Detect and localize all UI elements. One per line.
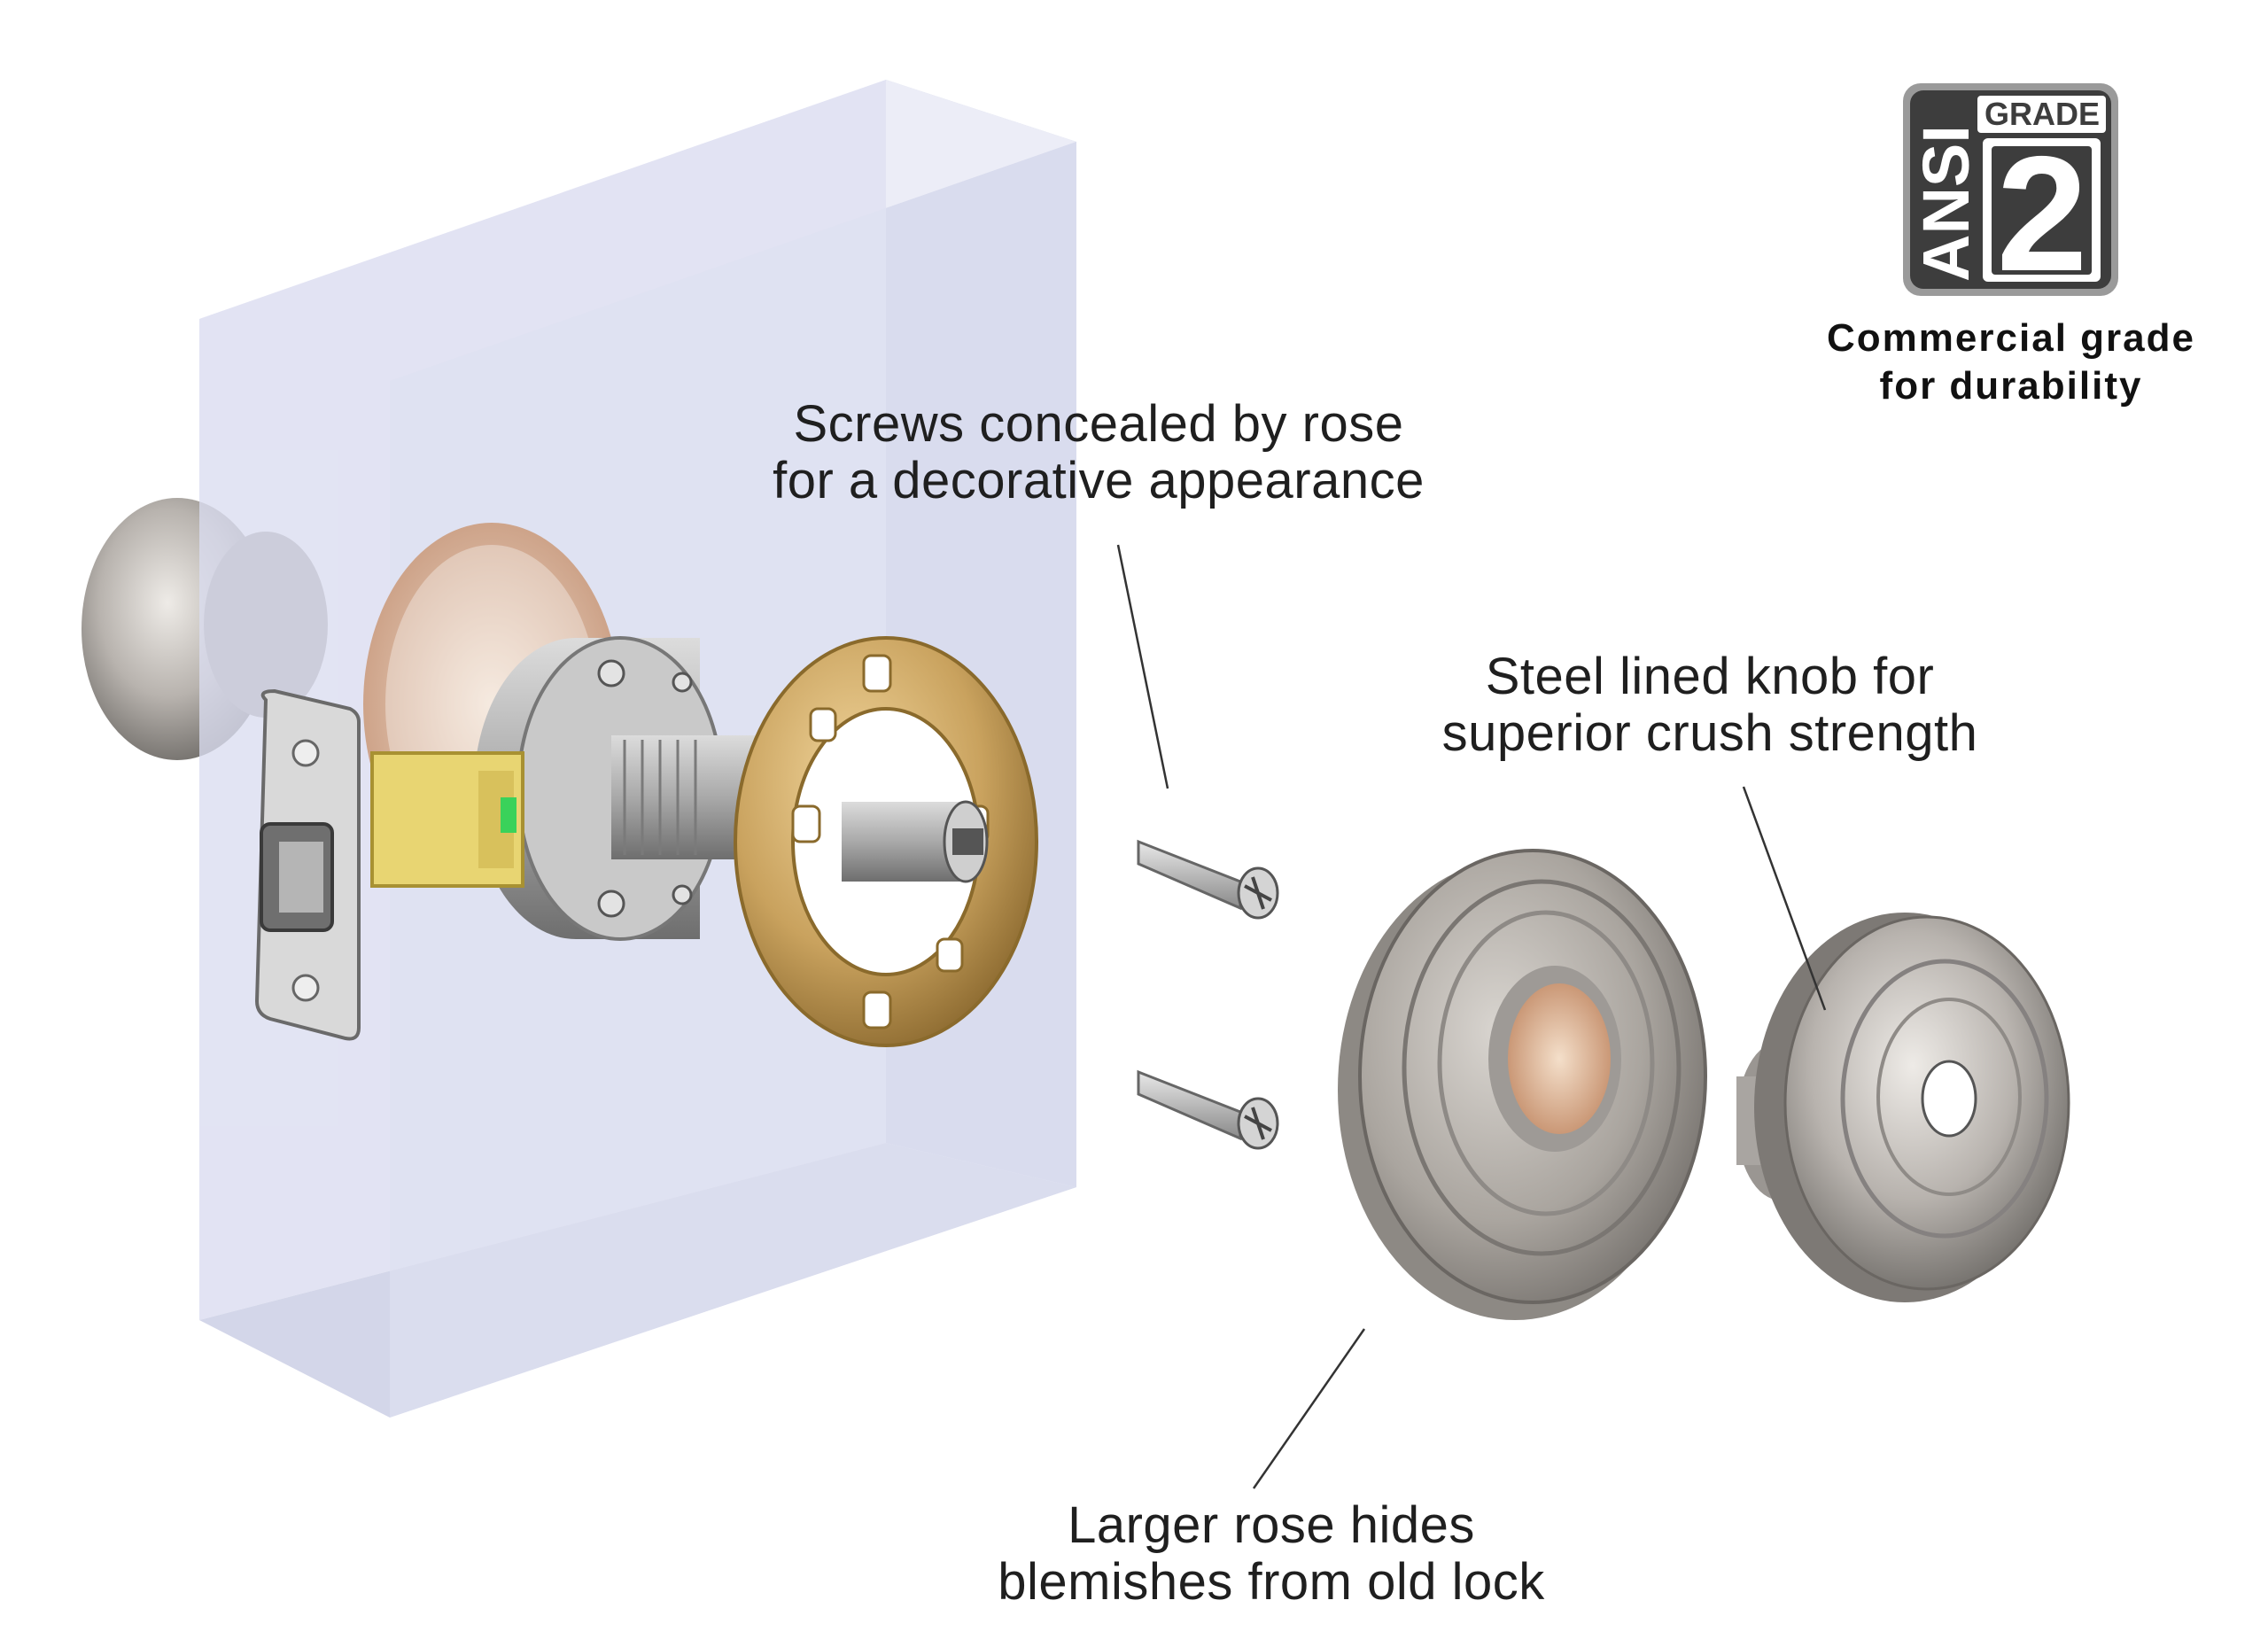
badge-caption: Commercial grade for durability	[1736, 315, 2268, 410]
badge-grade-label: GRADE	[1984, 96, 2100, 132]
leader-lines	[1116, 544, 1827, 1489]
screw-lower	[1137, 1069, 1279, 1150]
ansi-grade-badge: GRADE 2 ANSI	[1903, 83, 2118, 306]
latch-assembly	[254, 688, 524, 1041]
callout-screws: Screws concealed by rose for a decorativ…	[691, 396, 1506, 509]
callout-knob-line1: Steel lined knob for	[1485, 648, 1935, 705]
brass-mounting-plate	[734, 636, 1038, 1047]
callout-rose-line1: Larger rose hides	[1068, 1496, 1475, 1554]
badge-grade-number: 2	[1997, 123, 2088, 306]
leader-rose	[1252, 1328, 1366, 1489]
callout-knob-line2: superior crush strength	[1441, 704, 1978, 762]
callout-screws-line1: Screws concealed by rose	[793, 395, 1404, 453]
badge-caption-line2: for durability	[1879, 364, 2143, 408]
decorative-rose	[1338, 849, 1707, 1320]
callout-rose-line2: blemishes from old lock	[998, 1553, 1545, 1611]
callout-screws-line2: for a decorative appearance	[773, 452, 1425, 509]
leader-knob	[1742, 786, 1827, 1011]
badge-ansi-text: ANSI	[1909, 125, 1983, 282]
badge-caption-line1: Commercial grade	[1827, 316, 2195, 360]
callout-rose: Larger rose hides blemishes from old loc…	[886, 1497, 1657, 1611]
callout-knob: Steel lined knob for superior crush stre…	[1347, 649, 2073, 762]
leader-screws	[1116, 544, 1169, 789]
front-knob	[1736, 913, 2070, 1302]
screw-upper	[1137, 839, 1279, 920]
